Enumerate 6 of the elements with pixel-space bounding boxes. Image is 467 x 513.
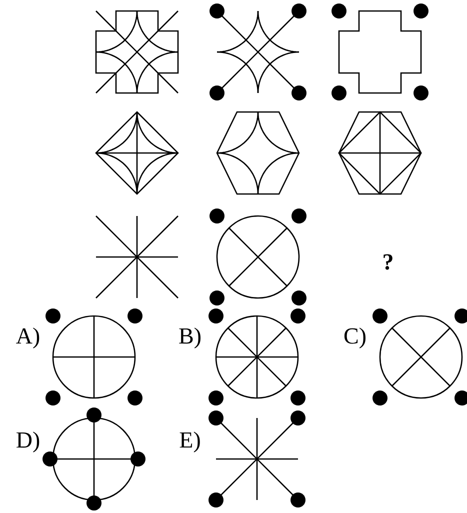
option-label: B) bbox=[179, 328, 200, 348]
option-label: E) bbox=[180, 432, 200, 452]
question-mark: ? bbox=[384, 254, 392, 270]
option-label: A) bbox=[16, 328, 40, 348]
option-label: D) bbox=[16, 432, 40, 452]
option-label: C) bbox=[344, 328, 366, 348]
